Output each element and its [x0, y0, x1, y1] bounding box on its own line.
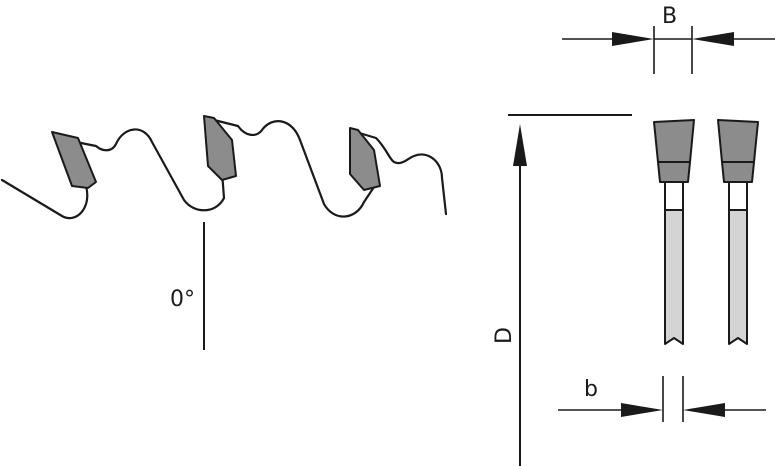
diameter-dimension	[508, 114, 632, 466]
blade-neck-right	[728, 181, 748, 211]
blade-cross-section-left	[653, 119, 695, 345]
blade-cross-section-right	[717, 119, 759, 345]
tooth-edge-line	[0, 118, 448, 220]
carbide-tip-3	[349, 127, 381, 191]
kerf-width-label: B	[662, 4, 677, 29]
blade-body-right	[728, 209, 748, 345]
diameter-arrowhead	[513, 124, 527, 166]
thickness-arrow-right	[683, 403, 725, 417]
diameter-label: D	[492, 327, 517, 344]
kerf-arrow-left	[612, 32, 654, 46]
body-thickness-label: b	[584, 377, 598, 402]
blade-tooth-profile	[0, 118, 448, 220]
tooth-tip-bottom-right	[721, 161, 755, 183]
thickness-arrow-left	[621, 403, 663, 417]
tooth-tip-top-left	[653, 119, 695, 163]
tooth-tip-bottom-left	[657, 161, 691, 183]
blade-neck-left	[664, 181, 684, 211]
blade-body-left	[664, 209, 684, 345]
carbide-tip-1	[51, 131, 97, 189]
carbide-tips-side	[51, 115, 381, 191]
body-thickness-dimension	[558, 376, 766, 422]
tooth-tip-top-right	[717, 119, 759, 163]
carbide-tip-2	[203, 115, 237, 181]
angle-label: 0°	[170, 287, 195, 312]
kerf-arrow-right	[692, 32, 734, 46]
kerf-dimension	[562, 26, 775, 74]
